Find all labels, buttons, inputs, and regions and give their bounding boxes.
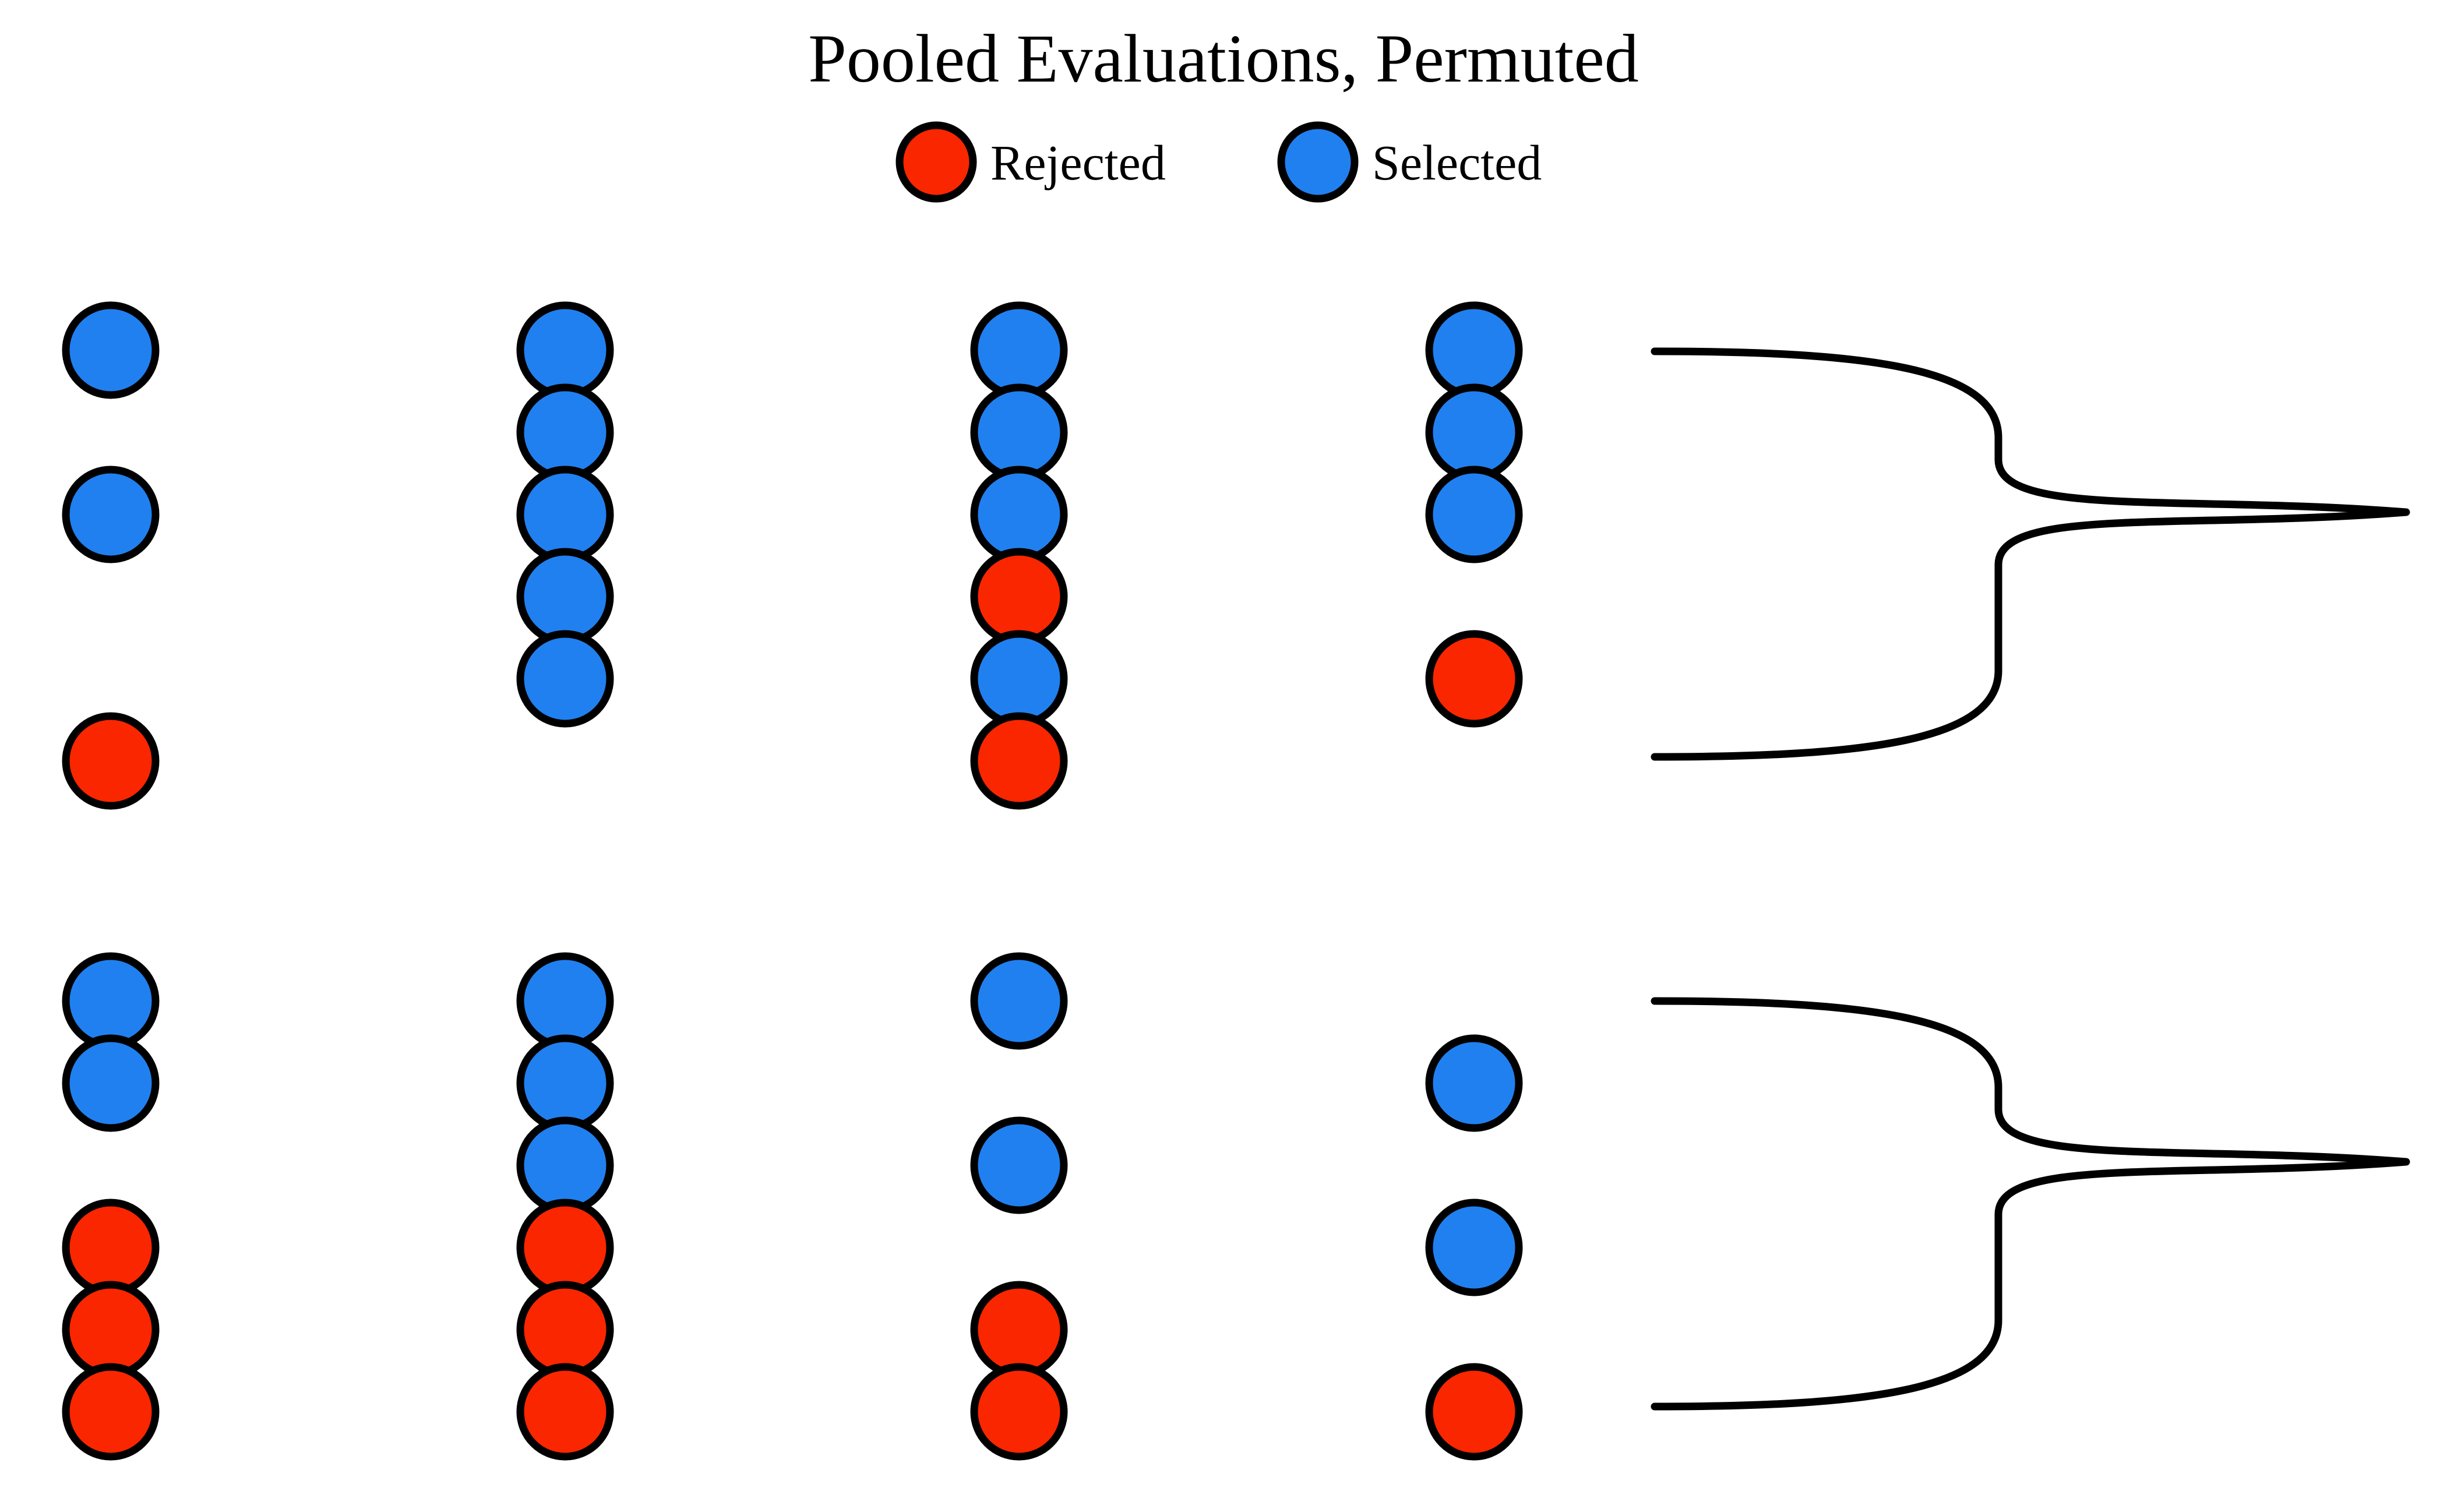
evaluation-dot-selected[interactable] <box>970 383 1068 481</box>
evaluation-dot-selected[interactable] <box>516 383 614 481</box>
legend-marker-rejected <box>895 121 977 203</box>
bottom-block-column-1 <box>62 952 160 1461</box>
bottom-block-column-3 <box>970 952 1068 1461</box>
legend: Rejected Selected <box>895 121 1542 203</box>
evaluation-dot-selected[interactable] <box>1425 383 1523 481</box>
evaluation-dot-selected[interactable] <box>1425 1199 1523 1296</box>
bottom-block-pooling-bracket <box>1651 997 2410 1411</box>
legend-marker-selected <box>1277 121 1359 203</box>
top-block <box>62 301 2410 810</box>
evaluation-dot-rejected[interactable] <box>970 1363 1068 1461</box>
evaluation-blocks <box>62 301 2410 1461</box>
evaluation-dot-selected[interactable] <box>516 466 614 563</box>
evaluation-dot-selected[interactable] <box>1425 301 1523 399</box>
evaluation-dot-selected[interactable] <box>970 301 1068 399</box>
evaluation-dot-selected[interactable] <box>62 1034 160 1132</box>
evaluation-dot-selected[interactable] <box>62 466 160 563</box>
evaluation-dot-rejected[interactable] <box>516 1363 614 1461</box>
evaluation-dot-rejected[interactable] <box>62 1199 160 1296</box>
legend-item-selected[interactable]: Selected <box>1277 121 1542 203</box>
evaluation-dot-rejected[interactable] <box>62 1363 160 1461</box>
evaluation-dot-selected[interactable] <box>516 548 614 646</box>
evaluation-dot-selected[interactable] <box>516 952 614 1050</box>
top-block-pooling-bracket <box>1651 347 2410 761</box>
legend-item-rejected[interactable]: Rejected <box>895 121 1166 203</box>
evaluation-dot-rejected[interactable] <box>970 712 1068 810</box>
evaluation-dot-selected[interactable] <box>516 301 614 399</box>
evaluation-dot-rejected[interactable] <box>970 1281 1068 1379</box>
evaluation-dot-selected[interactable] <box>970 466 1068 563</box>
evaluation-dot-selected[interactable] <box>1425 466 1523 563</box>
top-block-column-3 <box>970 301 1068 810</box>
bottom-block-column-2 <box>516 952 614 1461</box>
evaluation-dot-selected[interactable] <box>62 301 160 399</box>
evaluation-dot-rejected[interactable] <box>62 712 160 810</box>
evaluation-dot-rejected[interactable] <box>970 548 1068 646</box>
bottom-block-column-4 <box>1425 1034 1523 1461</box>
evaluation-dot-rejected[interactable] <box>516 1199 614 1296</box>
evaluation-dot-rejected[interactable] <box>62 1281 160 1379</box>
evaluation-dot-selected[interactable] <box>970 952 1068 1050</box>
legend-label-selected: Selected <box>1372 135 1542 191</box>
evaluation-dot-selected[interactable] <box>516 630 614 728</box>
evaluation-dot-selected[interactable] <box>516 1034 614 1132</box>
evaluation-dot-selected[interactable] <box>1425 1034 1523 1132</box>
top-block-column-1 <box>62 301 160 810</box>
evaluation-dot-selected[interactable] <box>970 630 1068 728</box>
evaluation-dot-selected[interactable] <box>62 952 160 1050</box>
legend-label-rejected: Rejected <box>990 135 1166 191</box>
evaluation-dot-rejected[interactable] <box>1425 1363 1523 1461</box>
evaluation-dot-rejected[interactable] <box>1425 630 1523 728</box>
bottom-block <box>62 952 2410 1461</box>
top-block-column-2 <box>516 301 614 728</box>
evaluation-dot-selected[interactable] <box>970 1116 1068 1214</box>
top-block-column-4 <box>1425 301 1523 728</box>
evaluation-dot-rejected[interactable] <box>516 1281 614 1379</box>
page-title: Pooled Evaluations, Permuted <box>808 20 1639 97</box>
evaluation-dot-selected[interactable] <box>516 1116 614 1214</box>
